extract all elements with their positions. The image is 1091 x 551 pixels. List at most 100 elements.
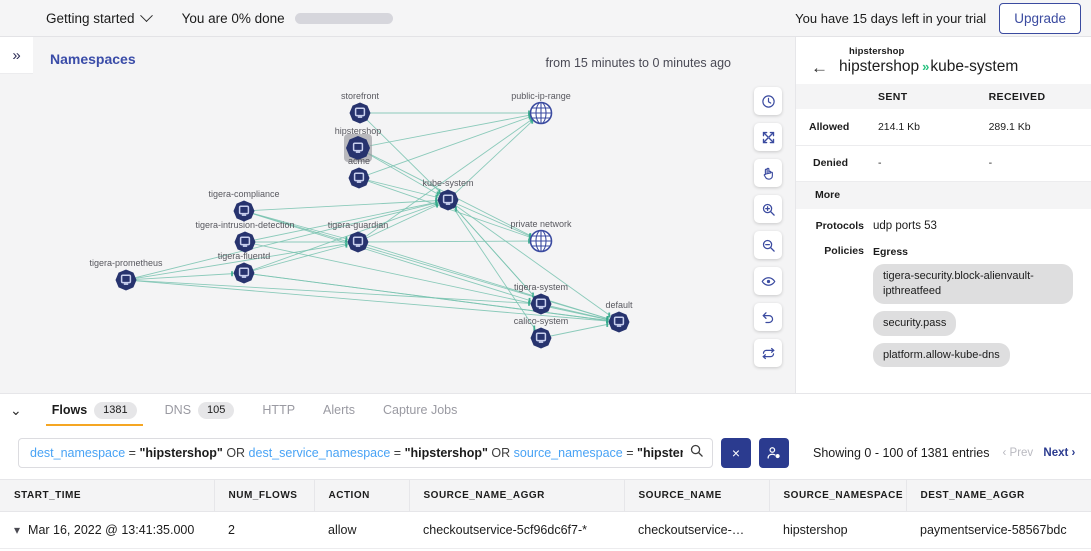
double-chevron-down-icon[interactable]: ⌄ [10, 402, 22, 418]
zoom-in-icon-button[interactable] [754, 195, 782, 223]
graph-edge[interactable] [358, 177, 449, 201]
graph-node-hipstershop[interactable]: hipstershop [335, 126, 382, 162]
graph-edge[interactable] [243, 272, 620, 323]
chevron-down-icon[interactable]: ▾ [14, 523, 21, 537]
sidebar-expand-button[interactable]: » [0, 37, 33, 74]
graph-edge[interactable] [243, 199, 449, 274]
graph-edge[interactable] [447, 199, 542, 339]
graph-edge[interactable] [125, 241, 359, 281]
graph-edge[interactable] [357, 112, 542, 243]
getting-started-menu[interactable]: Getting started [46, 8, 153, 26]
next-page-button[interactable]: Next › [1043, 447, 1076, 459]
tab-capture-jobs[interactable]: Capture Jobs [369, 394, 471, 426]
col-dest-name-aggr[interactable]: DEST_NAME_AGGR [906, 479, 1091, 512]
col-source-name[interactable]: SOURCE_NAME [624, 479, 770, 512]
graph-edge[interactable] [243, 199, 449, 212]
tab-http[interactable]: HTTP [248, 394, 309, 426]
policy-pill[interactable]: tigera-security.block-alienvault-ipthrea… [873, 264, 1073, 304]
upgrade-button[interactable]: Upgrade [999, 2, 1081, 34]
stats-header-row: SENT RECEIVED [796, 84, 1091, 109]
trial-notice: You have 15 days left in your trial [795, 10, 987, 26]
more-section-header[interactable]: More [796, 181, 1091, 209]
col-source-name-aggr[interactable]: SOURCE_NAME_AGGR [409, 479, 625, 512]
flow-arrow-icon: » [922, 59, 929, 74]
graph-node-tigera-guardian[interactable]: tigera-guardian [328, 220, 389, 253]
graph-edge[interactable] [358, 112, 542, 179]
tab-dns[interactable]: DNS 105 [151, 394, 249, 426]
graph-edge[interactable] [447, 199, 542, 242]
col-start-time[interactable]: START_TIME [0, 479, 215, 512]
graph-edge[interactable] [125, 272, 245, 281]
graph-node-private-network[interactable]: private network [510, 219, 572, 253]
results-count: Showing 0 - 100 of 1381 entries [813, 446, 990, 460]
graph-node-tigera-intrusion-detection[interactable]: tigera-intrusion-detection [195, 220, 295, 253]
graph-node-public-ip-range[interactable]: public-ip-range [511, 91, 571, 125]
graph-edge[interactable] [447, 199, 620, 323]
expand-icon-button[interactable] [754, 123, 782, 151]
graph-edge[interactable] [243, 210, 542, 305]
clock-icon [761, 94, 775, 108]
eye-icon [761, 276, 775, 286]
graph-edge[interactable] [125, 199, 449, 281]
back-arrow-icon[interactable]: ← [811, 57, 828, 77]
graph-node-storefront[interactable]: storefront [341, 91, 380, 124]
hand-icon-button[interactable] [754, 159, 782, 187]
policy-pill[interactable]: platform.allow-kube-dns [873, 342, 1010, 368]
edge-direction-marker [528, 238, 530, 244]
graph-edge[interactable] [357, 112, 542, 149]
stats-allowed-received: 289.1 Kb [988, 120, 1031, 133]
graph-edge[interactable] [357, 199, 449, 243]
clear-filter-button[interactable]: × [721, 438, 751, 468]
query-token-val: "hipstershop" [637, 446, 683, 460]
graph-edge[interactable] [540, 303, 620, 323]
edge-direction-marker [345, 236, 348, 242]
graph-node-kube-system[interactable]: kube-system [422, 178, 474, 211]
graph-node-tigera-compliance[interactable]: tigera-compliance [208, 189, 280, 222]
namespace-glyph-base [242, 245, 248, 247]
save-filter-button[interactable] [759, 438, 789, 468]
graph-node-tigera-system[interactable]: tigera-system [514, 282, 568, 315]
tab-flows-badge: 1381 [94, 401, 137, 419]
prev-page-button[interactable]: ‹ Prev [1002, 447, 1034, 459]
graph-edge[interactable] [125, 279, 620, 323]
graph-edge[interactable] [243, 241, 359, 274]
clock-icon-button[interactable] [754, 87, 782, 115]
graph-edge[interactable] [447, 112, 542, 201]
col-source-namespace[interactable]: SOURCE_NAMESPACE [769, 479, 907, 512]
query-token-op: = [125, 446, 136, 460]
eye-icon-button[interactable] [754, 267, 782, 295]
graph-node-acme[interactable]: acme [348, 156, 370, 189]
graph-node-label: tigera-guardian [328, 220, 389, 230]
graph-node-label: default [605, 300, 633, 310]
graph-node-default[interactable]: default [605, 300, 633, 333]
graph-node-tigera-prometheus[interactable]: tigera-prometheus [89, 258, 163, 291]
policy-pill[interactable]: security.pass [873, 310, 957, 336]
graph-edge[interactable] [357, 147, 449, 201]
zoom-out-icon-button[interactable] [754, 231, 782, 259]
tab-flows[interactable]: Flows 1381 [38, 394, 151, 426]
bottom-panel: ⌄ Flows 1381 DNS 105 HTTP Alerts Capture… [0, 393, 1091, 551]
graph-node-tigera-fluentd[interactable]: tigera-fluentd [218, 251, 271, 284]
graph-edge[interactable] [244, 199, 449, 243]
graph-edge[interactable] [357, 240, 542, 243]
col-num-flows[interactable]: NUM_FLOWS [214, 479, 315, 512]
stats-col-received: RECEIVED [988, 90, 1046, 103]
graph-edge[interactable] [540, 321, 620, 339]
graph-node-calico-system[interactable]: calico-system [514, 316, 569, 349]
undo-icon-button[interactable] [754, 303, 782, 331]
refresh-icon-button[interactable] [754, 339, 782, 367]
search-input[interactable]: dest_namespace = "hipstershop" OR dest_s… [18, 438, 713, 468]
col-action[interactable]: ACTION [314, 479, 410, 512]
namespace-glyph-base [123, 283, 129, 285]
graph-edge[interactable] [125, 279, 542, 305]
table-row[interactable]: ▾Mar 16, 2022 @ 13:41:35.000 2 allow che… [0, 511, 1091, 549]
search-icon[interactable] [683, 443, 704, 463]
tab-dns-label: DNS [164, 403, 192, 417]
graph-edge[interactable] [357, 241, 620, 323]
tab-alerts[interactable]: Alerts [309, 394, 369, 426]
graph-edge[interactable] [359, 112, 449, 201]
graph-edge[interactable] [447, 199, 542, 305]
edge-direction-marker [455, 206, 457, 212]
graph-node-label: tigera-system [514, 282, 568, 292]
